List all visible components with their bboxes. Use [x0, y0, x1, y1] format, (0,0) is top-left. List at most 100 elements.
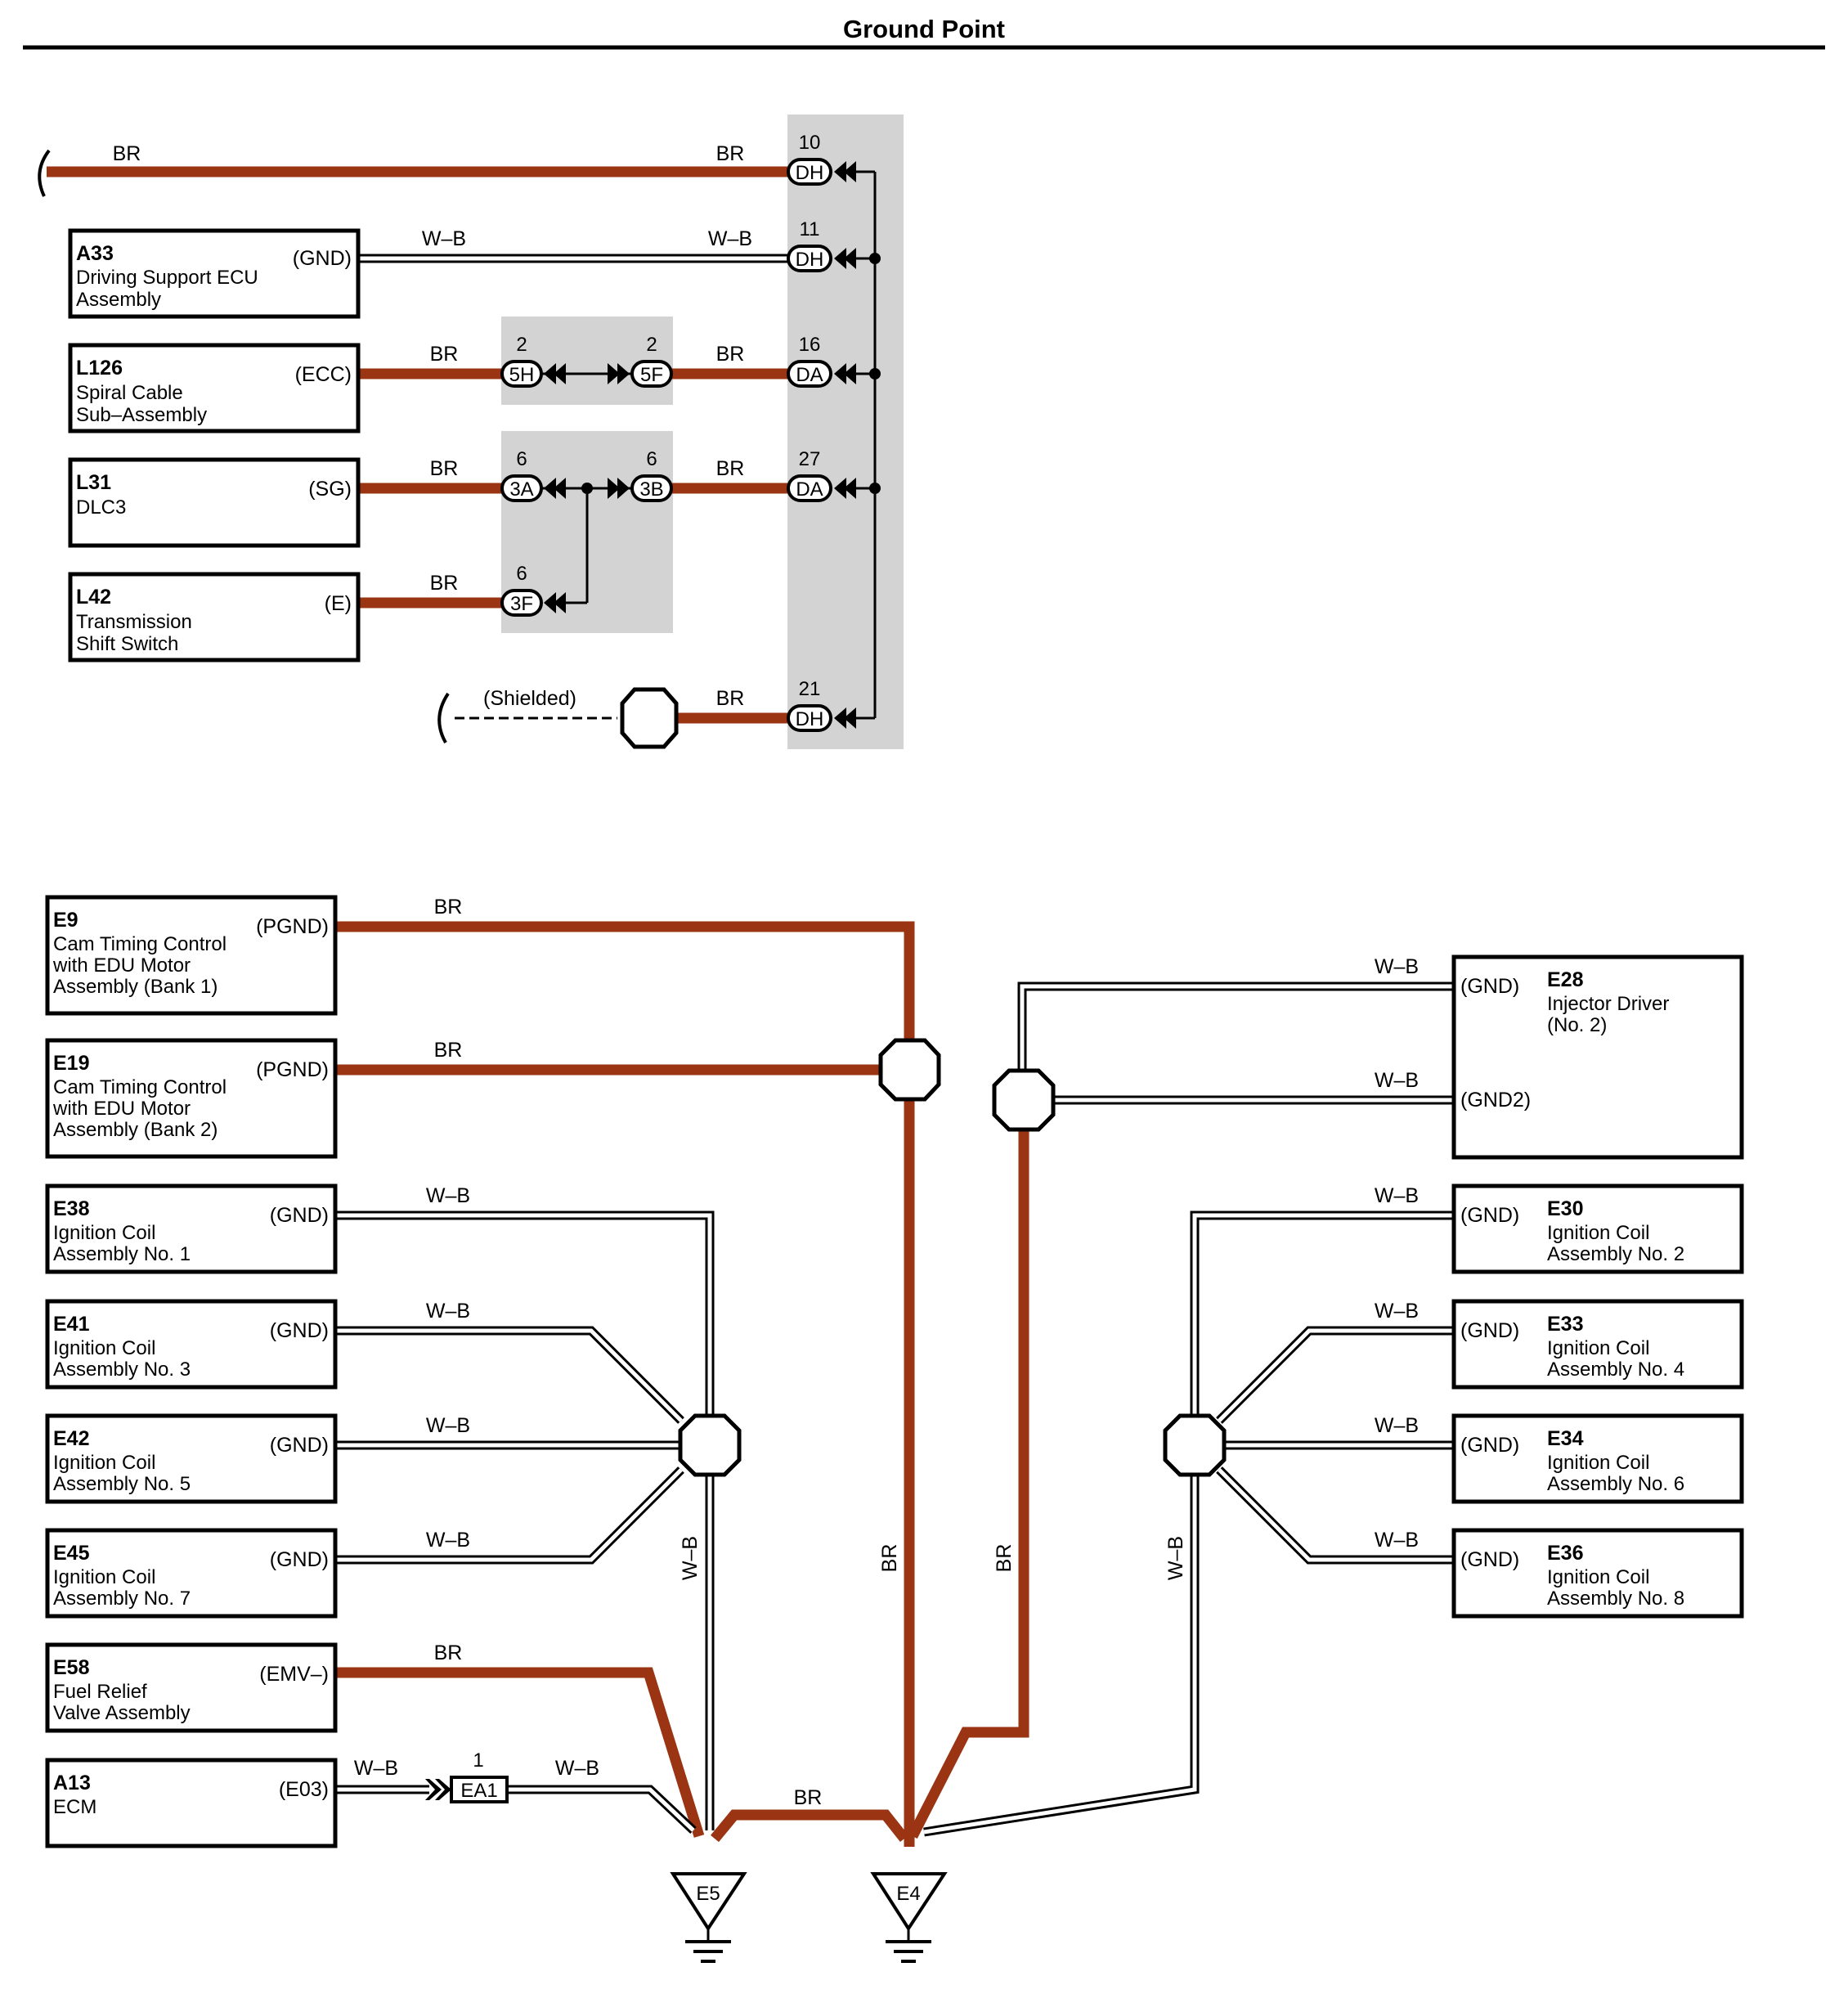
connector-3b: 6 3B [608, 448, 673, 502]
component-e30: (GND) E30 Ignition Coil Assembly No. 2 [1451, 1183, 1744, 1274]
svg-text:(EMV–): (EMV–) [259, 1663, 329, 1686]
wire-label: W–B [1375, 1529, 1419, 1552]
connector-dh-10: 10 DH [787, 132, 856, 186]
svg-text:3B: 3B [639, 478, 663, 501]
wire-label: BR [716, 343, 745, 366]
svg-text:(GND): (GND) [293, 247, 352, 270]
svg-text:(GND): (GND) [1460, 975, 1519, 998]
wire-label: BR [794, 1786, 823, 1809]
svg-text:E38: E38 [53, 1197, 90, 1220]
svg-text:Injector Driver: Injector Driver [1547, 993, 1669, 1015]
svg-text:(GND): (GND) [270, 1434, 329, 1457]
svg-text:27: 27 [799, 448, 821, 470]
svg-text:(E): (E) [325, 592, 352, 615]
connector-5h: 2 5H [500, 334, 566, 388]
wire-label: BR [716, 142, 745, 165]
connector-3a: 6 3A [500, 448, 566, 502]
component-a33: A33 Driving Support ECU Assembly (GND) [68, 228, 361, 319]
svg-text:16: 16 [799, 334, 821, 356]
wire-label: W–B [426, 1300, 470, 1323]
svg-text:EA1: EA1 [460, 1780, 497, 1802]
component-l42: L42 Transmission Shift Switch (E) [68, 572, 361, 662]
ground-connector-area [787, 115, 904, 749]
svg-text:1: 1 [473, 1749, 483, 1772]
svg-text:Valve Assembly: Valve Assembly [53, 1702, 191, 1724]
svg-text:(GND): (GND) [1460, 1319, 1519, 1342]
page-title: Ground Point [843, 15, 1005, 43]
wire-label: BR [434, 896, 463, 918]
component-e38: E38 Ignition Coil Assembly No. 1 (GND) [45, 1183, 338, 1274]
svg-text:A33: A33 [76, 242, 114, 265]
connector-ea1: 1 EA1 [425, 1749, 509, 1803]
svg-text:3F: 3F [510, 593, 533, 615]
component-e28: (GND) (GND2) E28 Injector Driver (No. 2) [1451, 954, 1744, 1160]
svg-text:Assembly: Assembly [76, 289, 161, 311]
connector-3f: 6 3F [500, 563, 566, 617]
svg-text:E58: E58 [53, 1656, 90, 1679]
splice-br-1 [878, 1038, 941, 1102]
wire-label: W–B [1164, 1536, 1187, 1580]
svg-text:(E03): (E03) [279, 1778, 329, 1801]
connector-da-27: 27 DA [787, 448, 856, 502]
component-e36: (GND) E36 Ignition Coil Assembly No. 8 [1451, 1528, 1744, 1619]
wire-label: W–B [555, 1757, 599, 1780]
wire-label: BR [716, 457, 745, 480]
component-e42: E42 Ignition Coil Assembly No. 5 (GND) [45, 1413, 338, 1504]
svg-text:E34: E34 [1547, 1427, 1584, 1450]
component-e58: E58 Fuel Relief Valve Assembly (EMV–) [45, 1642, 338, 1733]
svg-text:Assembly (Bank 2): Assembly (Bank 2) [53, 1119, 218, 1141]
wire-label: BR [430, 572, 459, 595]
svg-text:Sub–Assembly: Sub–Assembly [76, 404, 207, 426]
svg-text:E33: E33 [1547, 1313, 1583, 1336]
svg-text:E45: E45 [53, 1542, 90, 1565]
svg-text:(GND): (GND) [270, 1204, 329, 1227]
svg-text:Assembly No. 8: Assembly No. 8 [1547, 1588, 1684, 1610]
wire-label: W–B [354, 1757, 398, 1780]
svg-text:A13: A13 [53, 1772, 91, 1794]
connector-dh-11: 11 DH [787, 218, 856, 272]
svg-text:(GND): (GND) [270, 1319, 329, 1342]
svg-text:E42: E42 [53, 1427, 89, 1450]
svg-text:(SG): (SG) [308, 478, 352, 501]
svg-text:DH: DH [796, 708, 824, 730]
svg-text:Transmission: Transmission [76, 611, 192, 633]
splice-wb-right [1163, 1413, 1227, 1477]
wire-label: BR [434, 1039, 463, 1062]
break-mark-icon [38, 149, 51, 197]
component-e33: (GND) E33 Ignition Coil Assembly No. 4 [1451, 1299, 1744, 1390]
svg-text:L31: L31 [76, 471, 111, 494]
svg-text:11: 11 [800, 218, 820, 240]
wire-label: W–B [422, 227, 466, 250]
svg-text:Ignition Coil: Ignition Coil [1547, 1222, 1649, 1244]
svg-text:E28: E28 [1547, 968, 1584, 991]
wire-label: W–B [426, 1414, 470, 1437]
svg-text:21: 21 [799, 678, 821, 700]
svg-text:DA: DA [796, 364, 823, 386]
svg-text:Ignition Coil: Ignition Coil [53, 1566, 155, 1588]
svg-text:Fuel Relief: Fuel Relief [53, 1681, 147, 1703]
wire-label: BR [993, 1544, 1016, 1573]
component-e9: E9 Cam Timing Control with EDU Motor Ass… [45, 895, 338, 1016]
svg-text:6: 6 [516, 563, 527, 585]
svg-text:(GND): (GND) [1460, 1204, 1519, 1227]
svg-text:5H: 5H [509, 364, 535, 386]
splice-wb-left [678, 1413, 742, 1477]
svg-text:Assembly (Bank 1): Assembly (Bank 1) [53, 976, 218, 998]
connector-5f: 2 5F [608, 334, 673, 388]
svg-text:Cam Timing Control: Cam Timing Control [53, 933, 227, 955]
wire-label: BR [430, 343, 459, 366]
svg-text:(No. 2): (No. 2) [1547, 1014, 1607, 1036]
wire-label: BR [113, 142, 141, 165]
wire-label: BR [434, 1641, 463, 1664]
svg-text:DH: DH [796, 249, 824, 271]
svg-text:Assembly No. 1: Assembly No. 1 [53, 1243, 191, 1265]
ground-point-e4: E4 [870, 1872, 948, 1963]
component-e41: E41 Ignition Coil Assembly No. 3 (GND) [45, 1299, 338, 1390]
svg-text:Assembly No. 3: Assembly No. 3 [53, 1359, 191, 1381]
svg-text:ECM: ECM [53, 1796, 96, 1818]
wire-wb-right-group [923, 981, 1454, 1837]
component-l126: L126 Spiral Cable Sub–Assembly (ECC) [68, 343, 361, 433]
svg-text:Ignition Coil: Ignition Coil [1547, 1566, 1649, 1588]
component-e19: E19 Cam Timing Control with EDU Motor As… [45, 1038, 338, 1159]
wire-br-e5-e4 [710, 1809, 909, 1843]
